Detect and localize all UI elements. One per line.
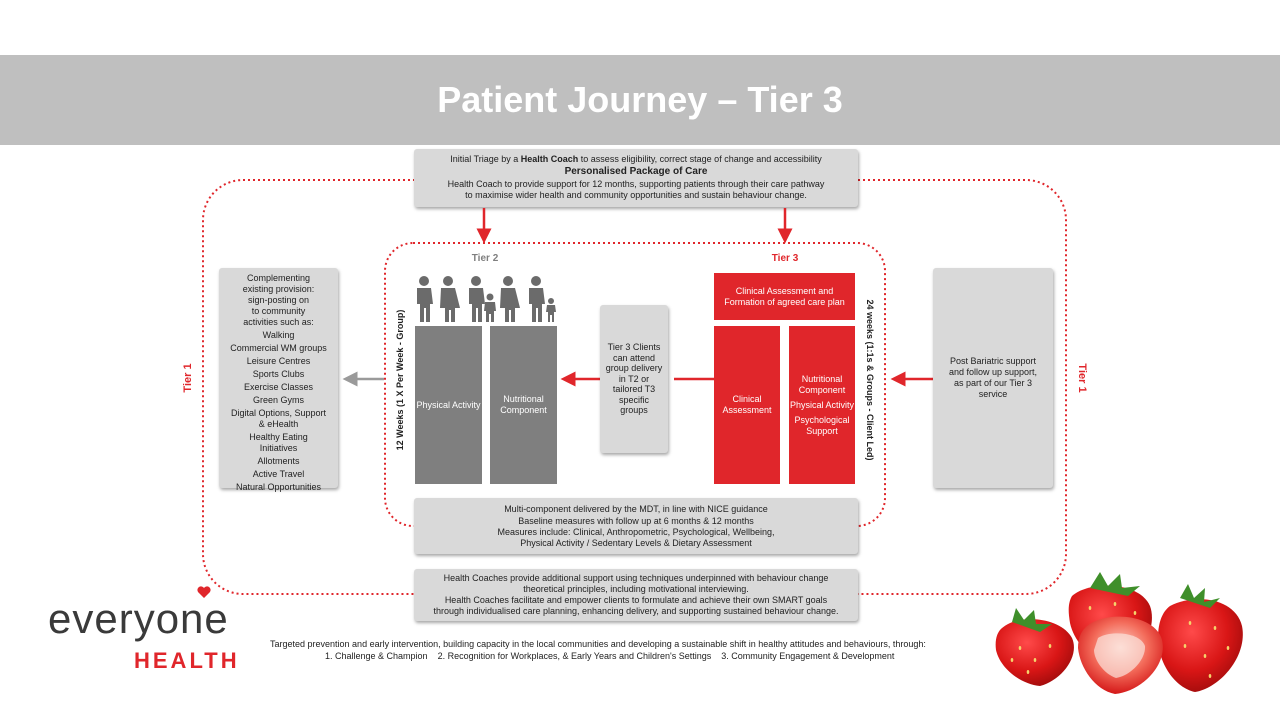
tier3-psychological-label: Psychological Support (794, 414, 850, 436)
community-item: to community (251, 306, 306, 316)
tier3-clinical-assessment: Clinical Assessment (714, 326, 780, 484)
mdt-line2: Baseline measures with follow up at 6 mo… (518, 516, 754, 526)
community-item: Walking (262, 330, 295, 340)
tier3-clinical-header-label: Clinical Assessment and Formation of agr… (724, 285, 845, 307)
mdt-box: Multi-component delivered by the MDT, in… (414, 498, 858, 554)
tier3-clinical-assessment-label: Clinical Assessment (722, 394, 772, 415)
triage-line1-pre: Initial Triage by a (450, 154, 521, 164)
community-item: Natural Opportunities (235, 482, 322, 492)
coach-line4: through individualised care planning, en… (433, 606, 839, 616)
title-bar: Patient Journey – Tier 3 (0, 55, 1280, 145)
tier2-physical-activity-label: Physical Activity (416, 399, 481, 410)
family-icon (417, 276, 556, 322)
community-item: Complementing (246, 273, 311, 283)
slide-title: Patient Journey – Tier 3 (437, 79, 843, 120)
mdt-line1: Multi-component delivered by the MDT, in… (504, 504, 768, 514)
mdt-line4: Physical Activity / Sedentary Levels & D… (520, 538, 752, 548)
logo-word-health: HEALTH (134, 648, 240, 673)
post-bariatric-text: Post Bariatric support and follow up sup… (948, 356, 1038, 399)
tier2-nutritional-component-label: Nutritional Component (500, 394, 547, 415)
community-item: Allotments (257, 456, 300, 466)
middle-clients-box: Tier 3 Clients can attend group delivery… (600, 305, 668, 453)
community-item: Healthy Eating (249, 432, 308, 442)
community-item: Active Travel (252, 469, 305, 479)
strawberries-image (995, 572, 1243, 694)
triage-line1-post: to assess eligibility, correct stage of … (578, 154, 822, 164)
footer-line1: Targeted prevention and early interventi… (270, 639, 926, 649)
tier3-clinical-header: Clinical Assessment and Formation of agr… (714, 273, 855, 320)
footer-text: Targeted prevention and early interventi… (270, 638, 1010, 662)
triage-line1: Initial Triage by a Health Coach to asse… (414, 153, 858, 165)
tier3-nutritional-label: Nutritional Component (798, 373, 846, 395)
coach-line3: Health Coaches facilitate and empower cl… (444, 595, 828, 605)
tier2-duration-label: 12 Weeks (1 X Per Week - Group) (395, 309, 405, 451)
post-bariatric-box: Post Bariatric support and follow up sup… (933, 268, 1053, 488)
community-item: activities such as: (243, 317, 314, 327)
heart-icon (197, 586, 211, 598)
community-item: Commercial WM groups (230, 343, 327, 353)
coach-line1: Health Coaches provide additional suppor… (443, 573, 829, 583)
tier3-physical-label: Physical Activity (789, 399, 855, 410)
community-item: Exercise Classes (243, 382, 314, 392)
community-item: Initiatives (259, 443, 298, 453)
community-item: existing provision: (242, 284, 315, 294)
triage-line3: Health Coach to provide support for 12 m… (447, 179, 825, 189)
community-item: Digital Options, Support (230, 408, 327, 418)
community-item: & eHealth (258, 419, 299, 429)
coach-line2: theoretical principles, including motiva… (523, 584, 749, 594)
everyone-health-logo: everyone HEALTH (48, 586, 263, 686)
community-item: sign-posting on (247, 295, 310, 305)
tier2-physical-activity: Physical Activity (415, 326, 482, 484)
tier2-label: Tier 2 (471, 253, 499, 264)
tier3-support-column: Nutritional Component Physical Activity … (789, 326, 855, 484)
health-coach-box: Health Coaches provide additional suppor… (414, 569, 858, 621)
triage-line4: to maximise wider health and community o… (465, 190, 807, 200)
community-item: Green Gyms (252, 395, 304, 405)
mdt-line3: Measures include: Clinical, Anthropometr… (497, 527, 775, 537)
community-item: Sports Clubs (252, 369, 305, 379)
community-item: Leisure Centres (246, 356, 311, 366)
tier3-duration-label: 24 weeks (1:1s & Groups - Client Led) (865, 299, 875, 461)
triage-line1-bold: Health Coach (520, 154, 579, 164)
triage-box: Initial Triage by a Health Coach to asse… (414, 149, 858, 207)
footer-line2: 1. Challenge & Champion 2. Recognition f… (325, 651, 895, 661)
tier2-nutritional-component: Nutritional Component (490, 326, 557, 484)
tier3-label: Tier 3 (771, 253, 799, 264)
personalised-package-heading: Personalised Package of Care (564, 166, 708, 177)
middle-clients-text: Tier 3 Clients can attend group delivery… (605, 342, 663, 416)
logo-word-everyone: everyone (48, 595, 229, 642)
